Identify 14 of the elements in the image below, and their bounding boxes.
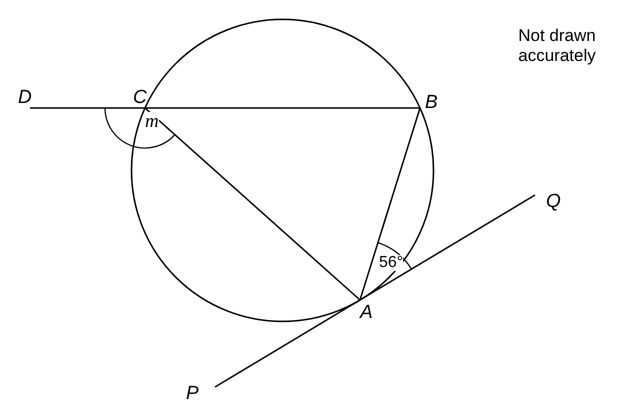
line-segment xyxy=(360,194,536,301)
point-label: A xyxy=(360,303,373,322)
point-label: P xyxy=(186,384,199,403)
line-segment xyxy=(359,108,421,300)
line-segment xyxy=(214,299,360,388)
point-label: C xyxy=(133,88,147,107)
line-segment xyxy=(145,107,420,109)
angle-label: 56° xyxy=(379,255,404,271)
point-label: D xyxy=(18,88,32,107)
note: Not drawn accurately xyxy=(517,26,597,67)
line-segment xyxy=(144,107,360,301)
point-label: Q xyxy=(546,192,561,211)
point-label: B xyxy=(425,93,438,112)
line-segment xyxy=(30,107,145,109)
